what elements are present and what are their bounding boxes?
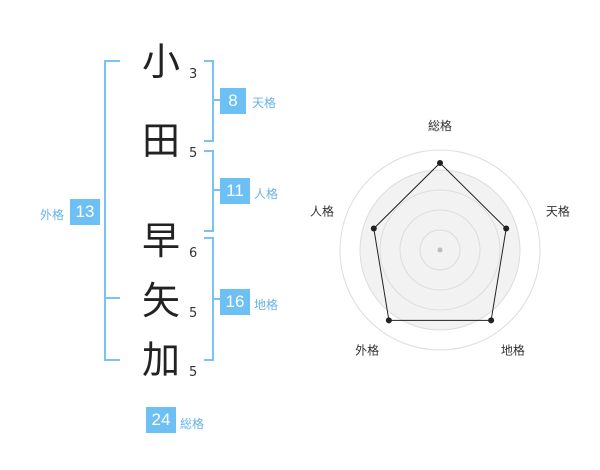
tenkaku-connector: [212, 99, 220, 101]
radar-center-dot: [437, 247, 443, 253]
tenkaku-bracket: [204, 60, 214, 142]
stroke-count-1: 3: [189, 67, 198, 82]
jinkaku-label: 人格: [254, 187, 279, 201]
chikaku-value-badge: 16: [220, 289, 250, 315]
soukaku-value-badge: 24: [146, 407, 176, 433]
gaikaku-value-badge: 13: [70, 199, 100, 225]
stroke-count-2: 5: [189, 146, 198, 161]
jinkaku-connector: [212, 189, 220, 191]
name-char-1: 小: [142, 40, 181, 84]
gaikaku-inner-tick: [106, 297, 120, 299]
radar-point-4: [385, 317, 392, 324]
jinkaku-bracket: [204, 150, 214, 232]
tenkaku-value-badge: 8: [220, 88, 246, 114]
name-char-2: 田: [142, 119, 181, 163]
radar-point-2: [503, 225, 510, 232]
chikaku-connector: [212, 298, 220, 300]
name-char-3: 早: [142, 219, 181, 263]
radar-point-1: [437, 160, 443, 166]
radar-series-polygon: [373, 162, 507, 321]
name-char-5: 加: [142, 338, 181, 382]
gaikaku-bracket: [104, 60, 120, 361]
radar-axis-label-4: 外格: [355, 342, 379, 357]
stroke-count-3: 6: [189, 246, 198, 261]
radar-axis-label-1: 総格: [428, 118, 452, 133]
jinkaku-value-badge: 11: [220, 178, 250, 204]
stroke-count-5: 5: [189, 365, 198, 380]
radar-axis-label-2: 天格: [546, 204, 570, 219]
radar-point-5: [370, 225, 377, 232]
name-char-4: 矢: [142, 279, 181, 323]
tenkaku-label: 天格: [252, 96, 277, 110]
soukaku-label: 総格: [180, 417, 205, 431]
radar-point-3: [488, 317, 495, 324]
chikaku-label: 地格: [254, 298, 279, 312]
gaikaku-label: 外格: [40, 208, 65, 222]
radar-axis-label-3: 地格: [501, 342, 525, 357]
radar-axis-label-5: 人格: [310, 204, 334, 219]
stroke-count-4: 5: [189, 306, 198, 321]
